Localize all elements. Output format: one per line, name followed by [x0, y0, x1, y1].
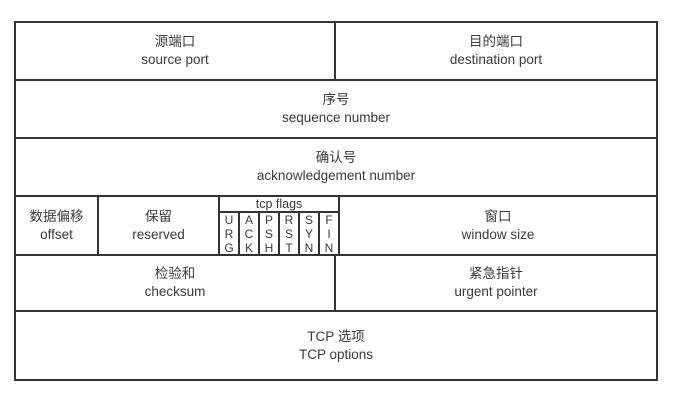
- flag-ack: A C K: [240, 213, 260, 255]
- field-tcp-flags: tcp flags U R G A C K P S H R S T: [220, 197, 340, 255]
- source-port-label-zh: 源端口: [154, 34, 196, 49]
- sequence-number-label-zh: 序号: [322, 92, 350, 107]
- flag-rst-letters: R S T: [284, 213, 294, 255]
- field-checksum: 检验和 checksum: [16, 256, 336, 310]
- urgent-pointer-label-zh: 紧急指针: [469, 266, 523, 281]
- checksum-label-zh: 检验和: [154, 266, 196, 281]
- tcp-flags-columns: U R G A C K P S H R S T S Y N: [220, 213, 338, 255]
- row-sequence-number: 序号 sequence number: [16, 79, 656, 137]
- flag-fin-letters: F I N: [324, 213, 334, 255]
- checksum-label-en: checksum: [144, 284, 206, 299]
- field-sequence-number: 序号 sequence number: [16, 81, 656, 137]
- field-acknowledgement-number: 确认号 acknowledgement number: [16, 139, 656, 195]
- field-window-size: 窗口 window size: [340, 197, 656, 254]
- tcp-flags-label: tcp flags: [220, 197, 338, 213]
- window-size-label-en: window size: [461, 226, 535, 242]
- window-size-label-zh: 窗口: [484, 208, 512, 224]
- field-urgent-pointer: 紧急指针 urgent pointer: [336, 256, 656, 310]
- flag-syn: S Y N: [300, 213, 320, 255]
- row-offset-flags-window: 数据偏移 offset 保留 reserved tcp flags U R G …: [16, 195, 656, 255]
- flag-fin: F I N: [320, 213, 338, 255]
- tcp-options-label-en: TCP options: [298, 346, 374, 362]
- row-tcp-options: TCP 选项 TCP options: [16, 310, 656, 379]
- flag-urg: U R G: [220, 213, 240, 255]
- flag-psh: P S H: [260, 213, 280, 255]
- tcp-header-table: 源端口 source port 目的端口 destination port 序号…: [14, 21, 658, 381]
- field-data-offset: 数据偏移 offset: [16, 197, 99, 254]
- urgent-pointer-label-en: urgent pointer: [454, 284, 538, 299]
- reserved-label-zh: 保留: [145, 208, 172, 224]
- tcp-options-label-zh: TCP 选项: [307, 328, 365, 344]
- flag-ack-letters: A C K: [244, 213, 254, 255]
- destination-port-label-zh: 目的端口: [469, 34, 523, 49]
- source-port-label-en: source port: [141, 52, 209, 67]
- flag-syn-letters: S Y N: [304, 213, 314, 255]
- field-destination-port: 目的端口 destination port: [336, 23, 656, 79]
- flag-psh-letters: P S H: [264, 213, 274, 255]
- destination-port-label-en: destination port: [449, 52, 543, 67]
- acknowledgement-number-label-zh: 确认号: [315, 150, 357, 165]
- field-reserved: 保留 reserved: [99, 197, 220, 254]
- field-tcp-options: TCP 选项 TCP options: [16, 312, 656, 379]
- flag-rst: R S T: [280, 213, 300, 255]
- data-offset-label-zh: 数据偏移: [29, 208, 84, 224]
- row-ports: 源端口 source port 目的端口 destination port: [16, 23, 656, 79]
- acknowledgement-number-label-en: acknowledgement number: [256, 168, 416, 183]
- sequence-number-label-en: sequence number: [281, 110, 391, 125]
- row-acknowledgement-number: 确认号 acknowledgement number: [16, 137, 656, 195]
- row-checksum-urgent: 检验和 checksum 紧急指针 urgent pointer: [16, 254, 656, 310]
- flag-urg-letters: U R G: [224, 213, 234, 255]
- data-offset-label-en: offset: [40, 226, 73, 242]
- field-source-port: 源端口 source port: [16, 23, 336, 79]
- reserved-label-en: reserved: [132, 226, 185, 242]
